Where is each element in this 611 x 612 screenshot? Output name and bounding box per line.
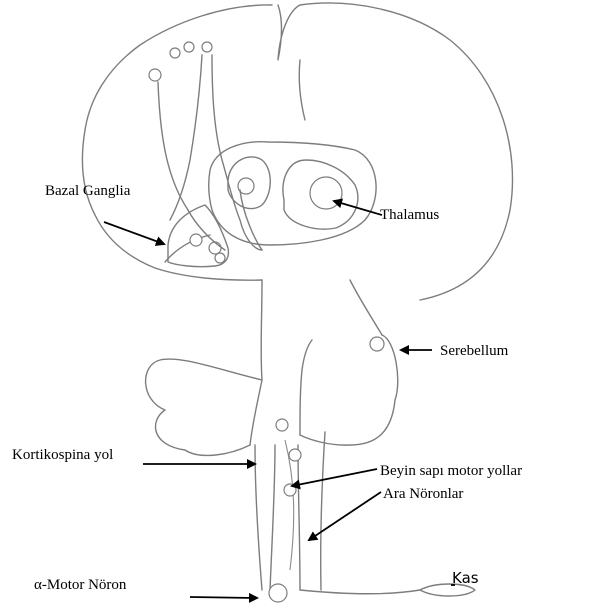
label-alpha-motor: α-Motor Nöron (34, 577, 127, 593)
cerebellum-node (370, 337, 384, 351)
arrow-brainstem-motor (292, 469, 377, 486)
thalamus-structure (209, 142, 376, 245)
alpha-motor-neuron-node (269, 584, 287, 602)
cortical-nodes (149, 42, 262, 250)
label-corticospinal: Kortikospina yol (12, 447, 113, 463)
basal-ganglia-node-1 (190, 234, 202, 246)
spinal-node-1 (289, 449, 301, 461)
label-interneurons: Ara Nöronlar (383, 486, 463, 502)
basal-ganglia-node-3 (215, 253, 225, 263)
brainstem-cerebellum (146, 280, 398, 455)
cortex-node-3 (184, 42, 194, 52)
brainstem-node (276, 419, 288, 431)
label-brainstem-motor: Beyin sapı motor yollar (380, 463, 522, 479)
cortex-node-2 (170, 48, 180, 58)
label-muscle: Kas (452, 569, 479, 587)
label-basal-ganglia: Bazal Ganglia (45, 183, 131, 199)
cortex-node-1 (149, 69, 161, 81)
basal-ganglia-node-2 (209, 242, 221, 254)
arrow-interneurons (309, 492, 381, 540)
cortex-node-4 (202, 42, 212, 52)
arrow-alpha-motor (190, 597, 257, 598)
label-cerebellum: Serebellum (440, 343, 509, 359)
pointer-arrows (104, 201, 455, 598)
thalamus-node-right (310, 177, 342, 209)
label-thalamus: Thalamus (380, 207, 439, 223)
spinal-cord (255, 432, 475, 602)
basal-ganglia-structure (168, 205, 228, 267)
cerebrum-outline (82, 3, 512, 300)
